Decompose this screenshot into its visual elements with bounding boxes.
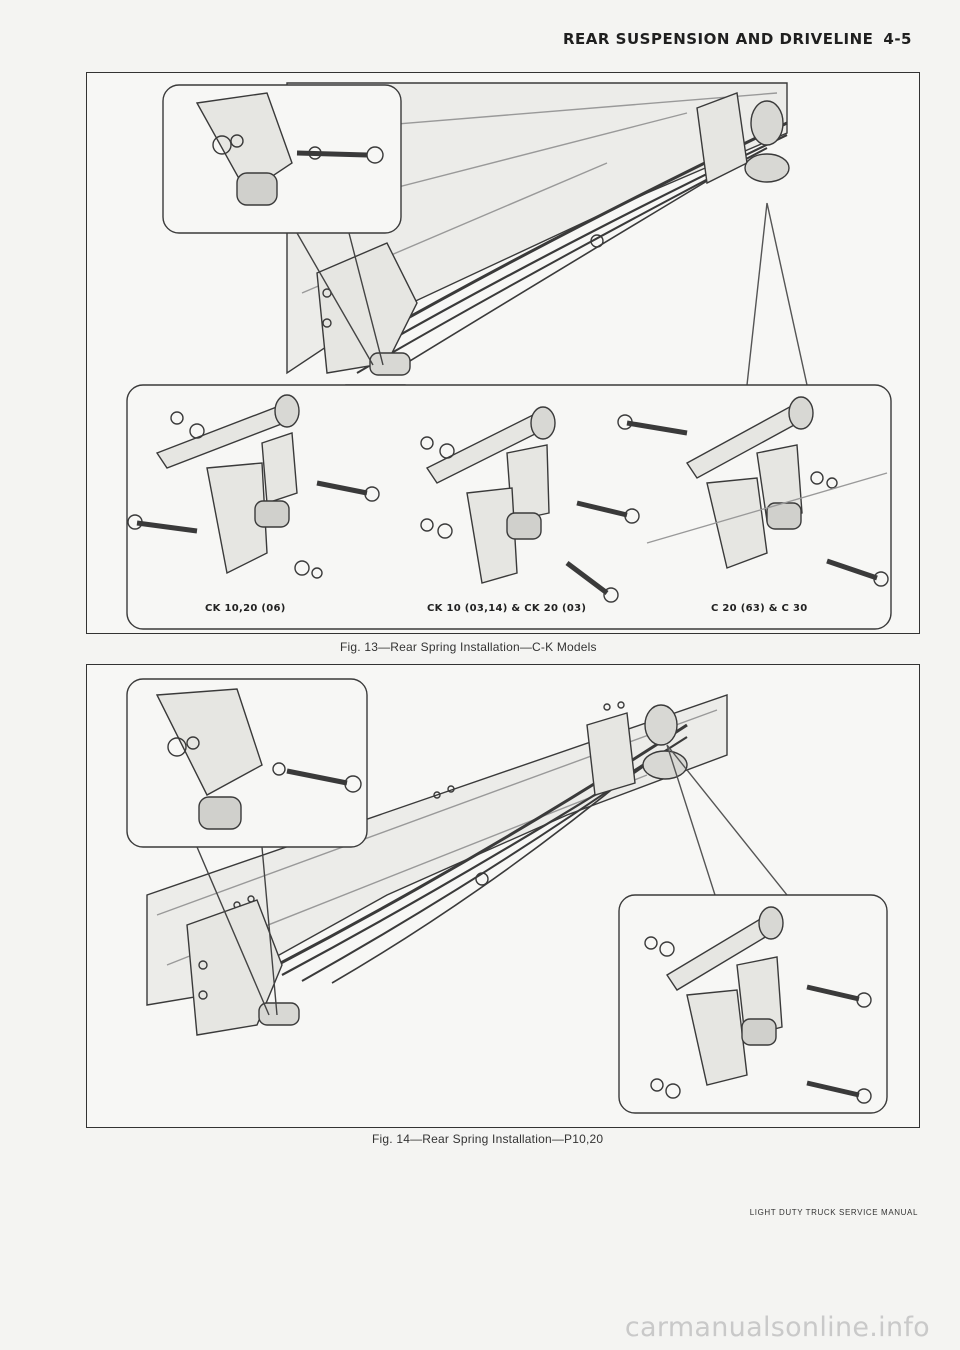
sublabel-c-20-63-c-30: C 20 (63) & C 30 <box>711 603 808 614</box>
manual-title-footer: LIGHT DUTY TRUCK SERVICE MANUAL <box>749 1208 918 1217</box>
figure-14-illustration <box>86 664 920 1128</box>
page-header: REAR SUSPENSION AND DRIVELINE 4-5 <box>563 30 912 48</box>
figure-14-caption: Fig. 14—Rear Spring Installation—P10,20 <box>372 1132 604 1146</box>
figure-13-illustration: CK 10,20 (06) CK 10 (03,14) & CK 20 (03)… <box>86 72 920 634</box>
sublabel-ck-10-20-06: CK 10,20 (06) <box>205 603 286 614</box>
sublabel-ck-10-03-14: CK 10 (03,14) & CK 20 (03) <box>427 603 587 614</box>
watermark: carmanualsonline.info <box>624 1312 930 1343</box>
page-number: 4-5 <box>883 30 912 48</box>
section-title: REAR SUSPENSION AND DRIVELINE <box>563 30 874 48</box>
figure-13-caption: Fig. 13—Rear Spring Installation—C-K Mod… <box>340 640 597 654</box>
